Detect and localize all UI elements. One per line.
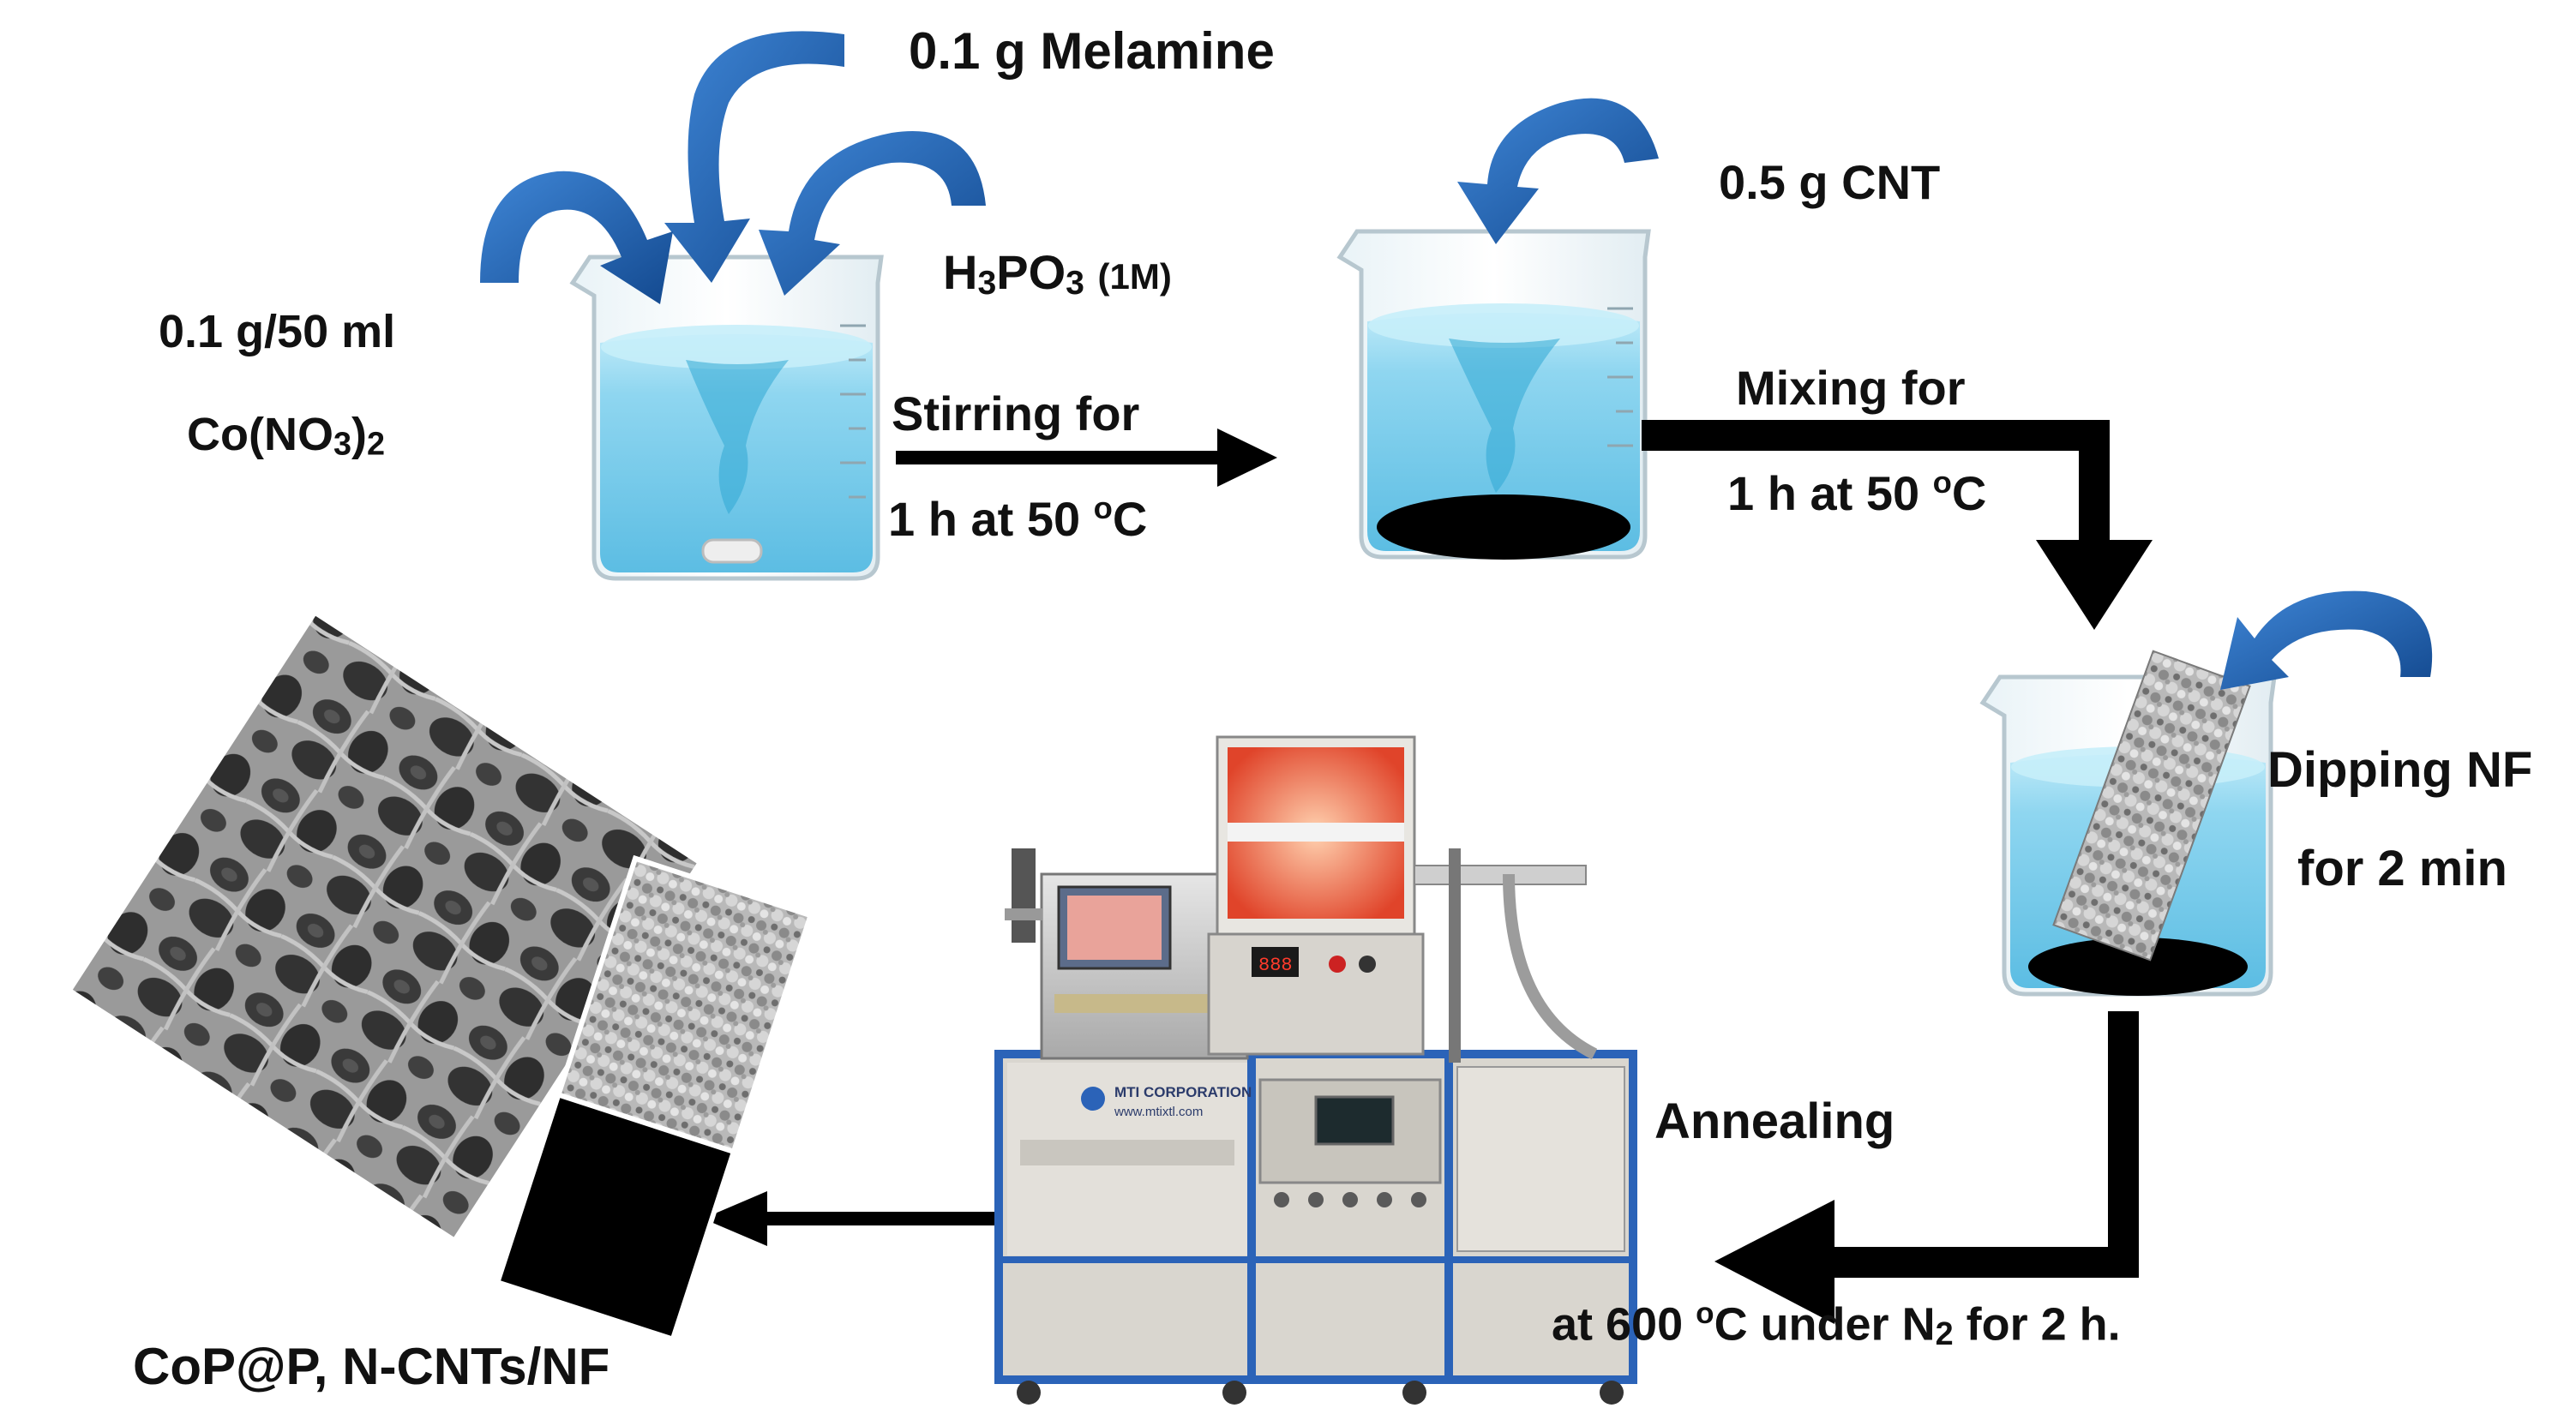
beaker-1-icon (569, 255, 884, 581)
beaker-2-icon (1336, 229, 1651, 560)
curved-arrow-icon (2220, 590, 2433, 690)
annealing-condition-label: at 600 oC under N2 for 2 h. (1552, 1297, 2121, 1352)
arrow-stirring-icon (896, 428, 1277, 487)
nickel-foam-icon (494, 854, 814, 1343)
tube-furnace-icon: MTI CORPORATION www.mtixtl.com 888 (994, 735, 1637, 1405)
arrow-annealing-icon (1714, 1011, 2139, 1324)
arrow-mixing-icon (1642, 420, 2153, 630)
annealing-label: Annealing (1654, 1093, 1895, 1149)
sem-micrograph-icon (72, 615, 697, 1237)
cnt-label: 0.5 g CNT (1719, 155, 1941, 209)
arrow-product-icon (703, 1191, 1003, 1246)
mixing-label: Mixing for (1736, 361, 1966, 415)
curved-arrow-icon (759, 131, 986, 296)
melamine-label: 0.1 g Melamine (909, 22, 1275, 80)
co-amount-label: 0.1 g/50 ml (159, 306, 396, 357)
curved-arrow-icon (480, 171, 673, 304)
stirring-condition-label: 1 h at 50 oC (888, 490, 1148, 547)
product-label: CoP@P, N-CNTs/NF (133, 1338, 610, 1395)
stirring-label: Stirring for (892, 386, 1140, 440)
co-formula-label: Co(NO3)2 (187, 409, 386, 463)
furnace-brand-label: MTI CORPORATION (1114, 1084, 1252, 1100)
svg-text:888: 888 (1258, 955, 1293, 976)
h3po3-label: H3PO3 (1M) (943, 245, 1172, 302)
beaker-3-icon (1979, 650, 2277, 997)
dipping-duration-label: for 2 min (2297, 841, 2507, 896)
curved-arrow-icon (1457, 98, 1659, 244)
curved-arrow-icon (664, 31, 844, 283)
dipping-label: Dipping NF (2267, 742, 2533, 798)
furnace-brand-url: www.mtixtl.com (1114, 1105, 1203, 1119)
mixing-condition-label: 1 h at 50 oC (1727, 464, 1987, 521)
nickel-foam-strip-icon (2052, 650, 2251, 962)
